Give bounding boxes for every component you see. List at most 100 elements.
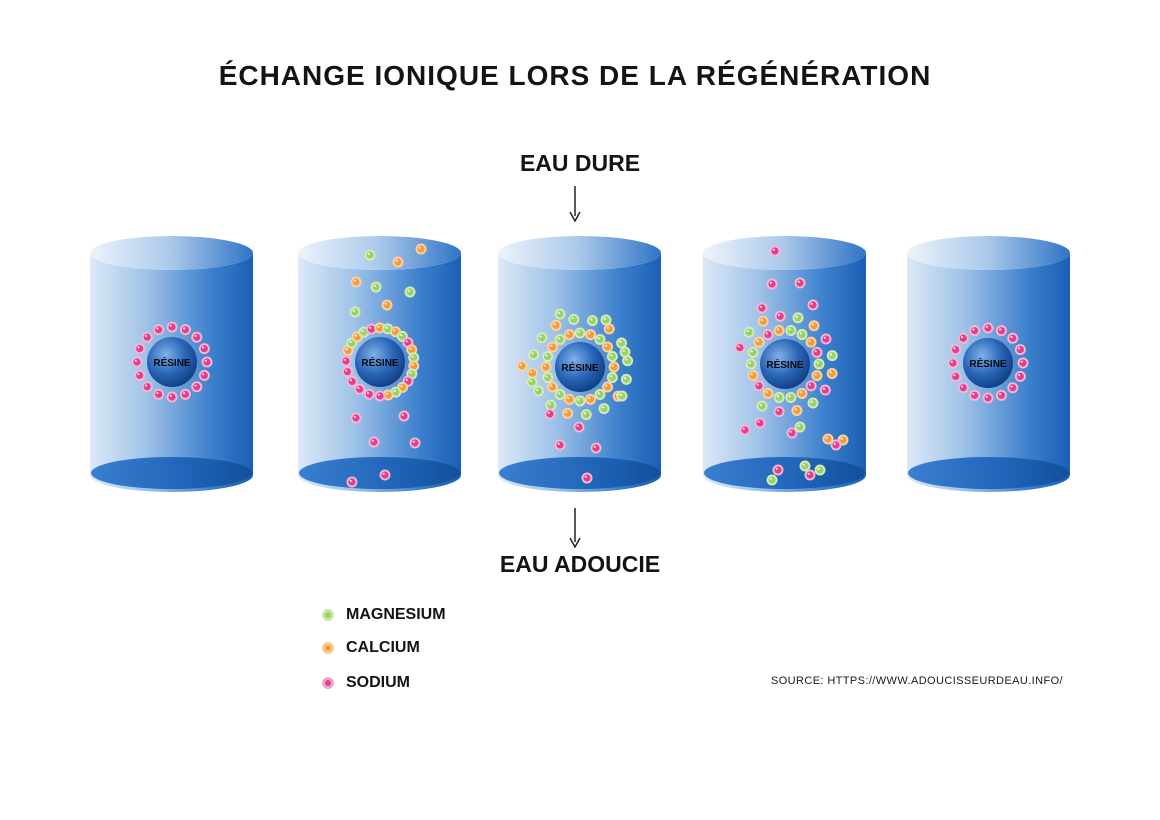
diagram-title: ÉCHANGE IONIQUE LORS DE LA RÉGÉNÉRATION bbox=[218, 60, 932, 91]
sodium-ion bbox=[153, 324, 165, 336]
cylinder-top bbox=[90, 236, 253, 270]
magnesium-ion bbox=[799, 460, 811, 472]
calcium-ion bbox=[526, 367, 538, 379]
sodium-ion bbox=[198, 369, 210, 381]
sodium-ion bbox=[756, 302, 768, 314]
sodium-ion bbox=[820, 333, 832, 345]
calcium-ion bbox=[603, 323, 615, 335]
magnesium-ion bbox=[773, 391, 785, 403]
soft-water-label: EAU ADOUCIE bbox=[499, 551, 661, 577]
sodium-ion bbox=[166, 321, 178, 333]
sodium-ion bbox=[366, 323, 378, 335]
calcium-ion bbox=[392, 256, 404, 268]
calcium-ion bbox=[381, 299, 393, 311]
magnesium-ion bbox=[600, 314, 612, 326]
sodium-ion bbox=[957, 382, 969, 394]
resin-label: RÉSINE bbox=[969, 357, 1007, 370]
sodium-ion bbox=[773, 406, 785, 418]
sodium-ion bbox=[772, 464, 784, 476]
sodium-ion bbox=[141, 331, 153, 343]
magnesium-ion bbox=[745, 358, 757, 370]
calcium-ion bbox=[550, 319, 562, 331]
magnesium-ion bbox=[814, 464, 826, 476]
magnesium-ion bbox=[813, 358, 825, 370]
calcium-ion bbox=[374, 322, 386, 334]
magnesium-ion bbox=[756, 400, 768, 412]
magnesium-ion bbox=[616, 337, 628, 349]
sodium-ion bbox=[786, 427, 798, 439]
calcium-ion bbox=[805, 336, 817, 348]
sodium-ion bbox=[544, 408, 556, 420]
calcium-ion bbox=[826, 368, 838, 380]
sodium-ion bbox=[363, 388, 375, 400]
magnesium-ion bbox=[616, 390, 628, 402]
magnesium-ion bbox=[408, 352, 420, 364]
sodium-ion bbox=[554, 439, 566, 451]
magnesium-ion bbox=[574, 327, 586, 339]
calcium-ion bbox=[351, 331, 363, 343]
magnesium-ion bbox=[792, 312, 804, 324]
calcium-ion bbox=[415, 243, 427, 255]
sodium-ion bbox=[141, 381, 153, 393]
calcium-ion bbox=[397, 381, 409, 393]
resin-bead-4: RÉSINE bbox=[760, 339, 810, 389]
sodium-ion bbox=[950, 370, 962, 382]
sodium-ion bbox=[341, 366, 353, 378]
calcium-ion bbox=[585, 393, 597, 405]
magnesium-ion bbox=[536, 332, 548, 344]
cylinder-bottom bbox=[499, 457, 660, 489]
sodium-ion bbox=[982, 392, 994, 404]
calcium-ion bbox=[516, 360, 528, 372]
magnesium-ion bbox=[785, 325, 797, 337]
calcium-ion bbox=[796, 387, 808, 399]
sodium-ion bbox=[398, 410, 410, 422]
calcium-ion bbox=[585, 329, 597, 341]
sodium-ion bbox=[354, 383, 366, 395]
magnesium-ion bbox=[766, 474, 778, 486]
sodium-ion bbox=[769, 245, 781, 257]
sodium-ion bbox=[753, 380, 765, 392]
sodium-ion bbox=[346, 476, 358, 488]
magnesium-ion bbox=[620, 373, 632, 385]
calcium-ion bbox=[747, 370, 759, 382]
calcium-dot-icon bbox=[322, 642, 334, 654]
source-credit: SOURCE: HTTPS://WWW.ADOUCISSEURDEAU.INFO… bbox=[770, 675, 1063, 687]
calcium-ion bbox=[808, 320, 820, 332]
cylinder-top bbox=[907, 236, 1070, 270]
cylinder-bottom bbox=[908, 457, 1069, 489]
sodium-ion bbox=[950, 344, 962, 356]
sodium-ion bbox=[590, 442, 602, 454]
legend-item-sodium: SODIUM bbox=[322, 672, 410, 694]
outflow-arrow bbox=[569, 508, 581, 548]
resin-label: RÉSINE bbox=[766, 358, 804, 371]
magnesium-ion bbox=[594, 389, 606, 401]
calcium-ion bbox=[757, 315, 769, 327]
sodium-ion bbox=[1017, 357, 1029, 369]
magnesium-ion bbox=[364, 249, 376, 261]
calcium-ion bbox=[546, 341, 558, 353]
magnesium-ion bbox=[622, 355, 634, 367]
sodium-ion bbox=[179, 388, 191, 400]
sodium-ion bbox=[166, 391, 178, 403]
sodium-ion bbox=[374, 390, 386, 402]
calcium-ion bbox=[773, 325, 785, 337]
magnesium-ion bbox=[532, 385, 544, 397]
sodium-ion bbox=[774, 310, 786, 322]
calcium-ion bbox=[602, 341, 614, 353]
magnesium-dot-icon bbox=[322, 609, 334, 621]
resin-label: RÉSINE bbox=[561, 361, 599, 374]
magnesium-ion bbox=[568, 313, 580, 325]
cylinder-top bbox=[703, 236, 866, 270]
magnesium-ion bbox=[542, 350, 554, 362]
cylinder-bottom bbox=[91, 457, 252, 489]
resin-bead-5: RÉSINE bbox=[963, 338, 1013, 388]
sodium-ion bbox=[409, 437, 421, 449]
sodium-ion bbox=[947, 357, 959, 369]
sodium-ion bbox=[995, 325, 1007, 337]
sodium-ion bbox=[134, 343, 146, 355]
calcium-ion bbox=[602, 381, 614, 393]
cylinder-bottom bbox=[299, 457, 460, 489]
legend-item-calcium: CALCIUM bbox=[322, 637, 420, 659]
calcium-ion bbox=[382, 389, 394, 401]
